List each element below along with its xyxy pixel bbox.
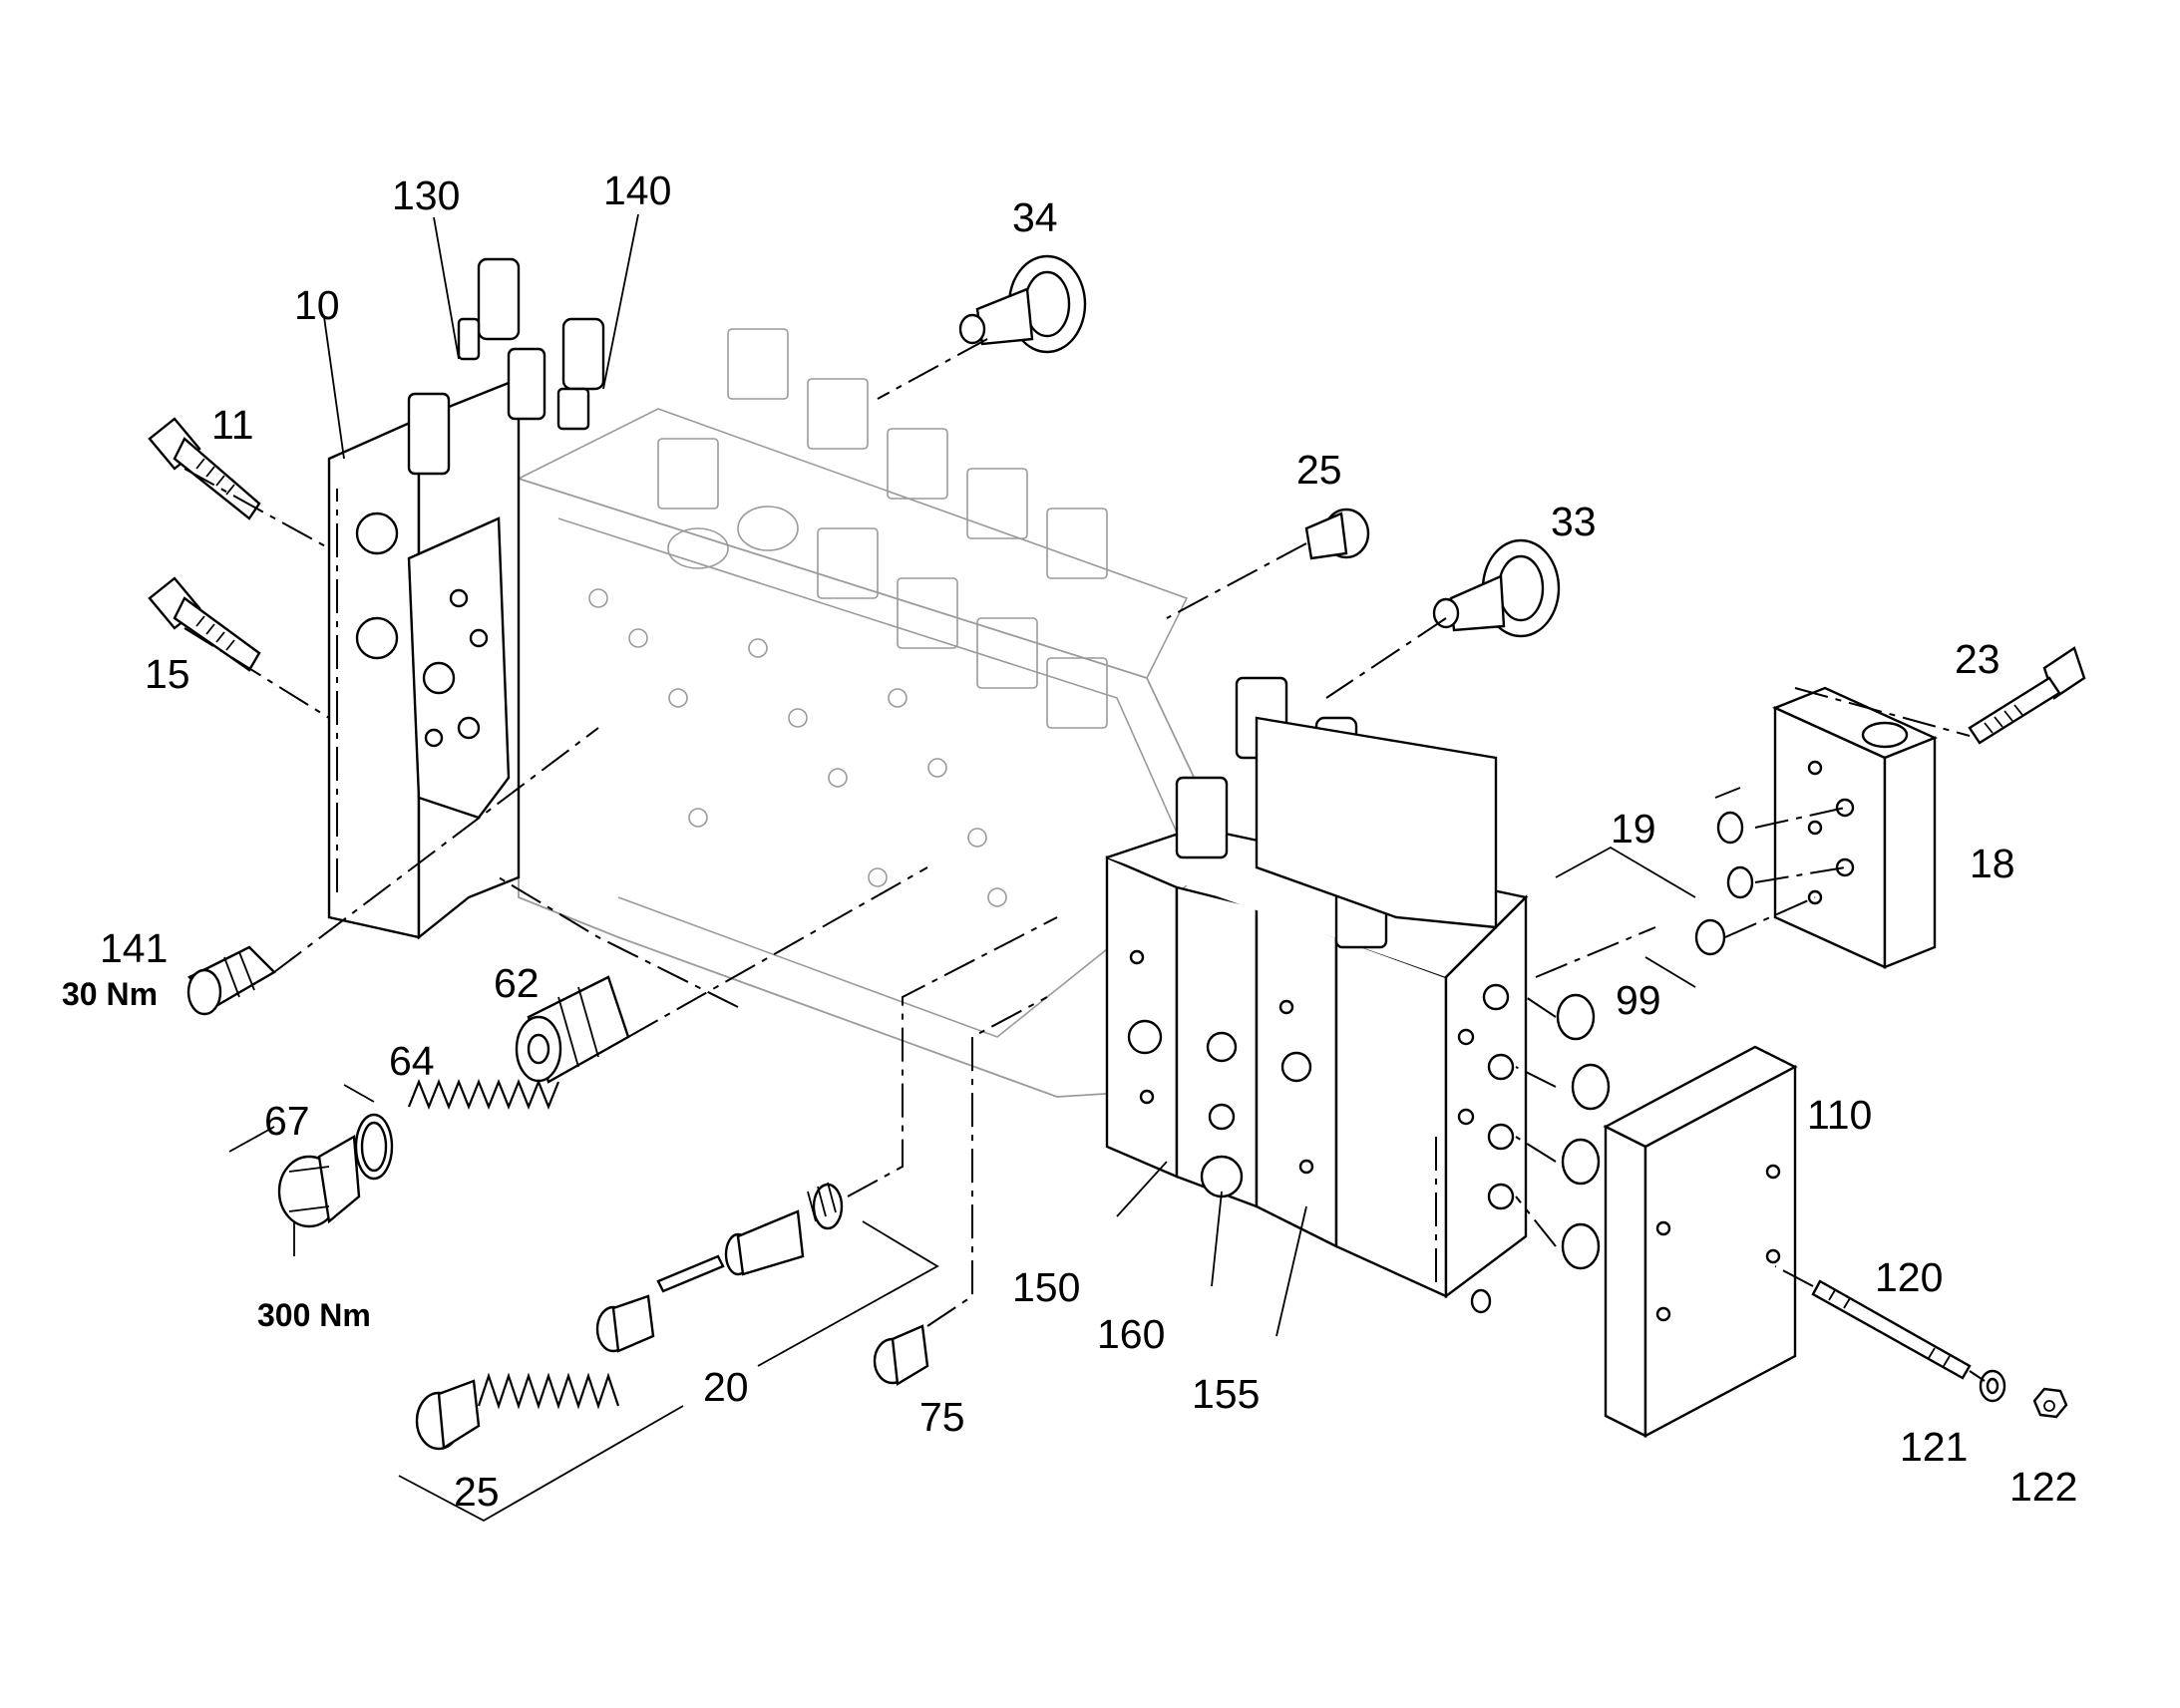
- label-121: 121: [1900, 1424, 1968, 1470]
- assembly-lines: [183, 338, 1986, 1382]
- work-sections: [1105, 676, 1529, 1299]
- label-25-top: 25: [1296, 447, 1342, 493]
- label-15: 15: [145, 651, 190, 697]
- label-110: 110: [1807, 1092, 1872, 1138]
- label-19: 19: [1611, 806, 1656, 852]
- label-160: 160: [1097, 1311, 1165, 1357]
- label-155: 155: [1192, 1371, 1260, 1417]
- end-cover-18: [1771, 686, 1939, 969]
- screw-15: [148, 576, 261, 672]
- leader-lines: [228, 213, 1741, 1523]
- plate-110: [1603, 1045, 1798, 1438]
- label-140: 140: [603, 168, 671, 213]
- label-99: 99: [1616, 977, 1661, 1023]
- label-141: 141: [100, 925, 168, 971]
- label-150: 150: [1012, 1264, 1080, 1310]
- fitting-141: [186, 945, 276, 1016]
- torque-67: 300 Nm: [257, 1297, 371, 1333]
- label-120: 120: [1875, 1254, 1943, 1300]
- label-130: 130: [392, 172, 460, 218]
- label-75: 75: [919, 1394, 965, 1440]
- label-10: 10: [294, 282, 340, 328]
- inlet-section-10: [327, 257, 605, 940]
- label-62: 62: [494, 960, 540, 1006]
- plug-75: [873, 1324, 929, 1386]
- cartridge-33: [1432, 538, 1561, 638]
- plug-25-top: [1304, 508, 1370, 560]
- screw-23: [1968, 646, 2086, 745]
- label-11: 11: [211, 402, 254, 448]
- label-33: 33: [1551, 499, 1597, 544]
- label-34: 34: [1012, 194, 1058, 240]
- oring-67: [354, 1113, 394, 1181]
- label-122: 122: [2009, 1464, 2077, 1510]
- part-labels: 10 11 15 130 140 34 25 33 23 19 18 99 11…: [62, 168, 2077, 1515]
- cartridge-34: [958, 254, 1087, 354]
- nut-122: [2032, 1387, 2068, 1419]
- spool-20: [477, 1182, 844, 1410]
- label-67: 67: [264, 1098, 310, 1144]
- plug-67: [277, 1135, 361, 1228]
- plug-25-bottom: [415, 1379, 481, 1451]
- stud-120: [1811, 1279, 1972, 1380]
- washer-121: [1979, 1369, 2006, 1403]
- label-64: 64: [389, 1038, 435, 1084]
- label-23: 23: [1955, 636, 2000, 682]
- label-18: 18: [1970, 841, 2015, 886]
- main-valve-body: [518, 328, 1238, 1098]
- label-25-bottom: 25: [454, 1469, 500, 1515]
- torque-141: 30 Nm: [62, 976, 158, 1012]
- seals-99: [1470, 993, 1611, 1314]
- label-20: 20: [703, 1364, 749, 1410]
- seals-19: [1694, 811, 1754, 956]
- spring-64: [407, 1079, 560, 1110]
